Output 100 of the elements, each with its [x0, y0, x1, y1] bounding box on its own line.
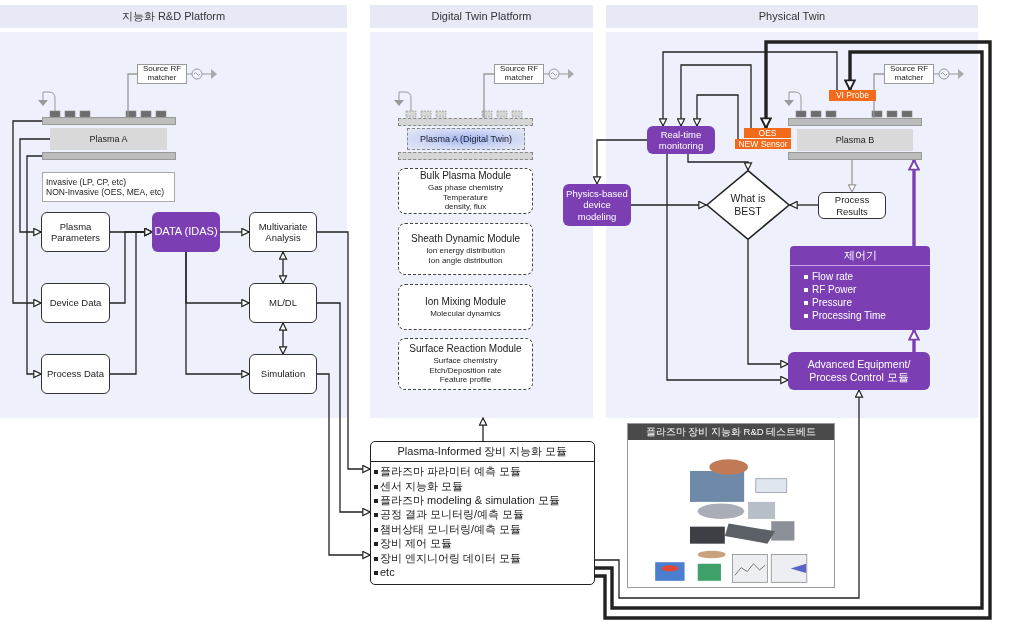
electrode-plate — [42, 152, 176, 160]
arrow — [185, 251, 250, 379]
arrow — [666, 153, 789, 385]
arrow — [278, 251, 288, 284]
box-label: Advanced Equipment/ Process Control 모듈 — [806, 358, 912, 384]
sensor-tag — [744, 128, 791, 138]
list-item: 장비 엔지니어링 데이터 모듈 — [371, 550, 594, 566]
process-box — [788, 352, 930, 390]
box-label: Source RF matcher — [498, 65, 540, 83]
panel-title: Digital Twin Platform — [370, 5, 593, 32]
testbed-panel — [627, 423, 835, 588]
controller-box — [790, 246, 930, 330]
box-label: Process Data — [47, 368, 104, 380]
platform-panel — [0, 5, 347, 418]
module-title: Ion Mixing Module — [424, 295, 507, 308]
arrow — [847, 159, 857, 193]
list-item: 공정 결과 모니터링/예측 모듈 — [371, 507, 594, 522]
sensor-tag — [829, 90, 876, 101]
process-box — [249, 354, 317, 394]
electrode-plate — [788, 152, 922, 160]
module-box — [398, 338, 533, 390]
arrow — [789, 200, 819, 210]
list-item: 장비 제어 모듈 — [371, 536, 594, 551]
box-label: Source RF matcher — [141, 65, 183, 83]
module-title: Bulk Plasma Module — [419, 170, 512, 183]
box-label: Plasma A (Digital Twin) — [420, 133, 512, 145]
arrow — [19, 138, 51, 237]
module-detail: Etch/Deposition rate — [429, 365, 502, 376]
box-label: Plasma Parameters — [49, 220, 102, 244]
module-box — [398, 168, 533, 214]
list-item: 플라즈마 파라미터 예측 모듈 — [371, 464, 594, 479]
box-label: Device Data — [49, 297, 102, 309]
box-label: Invasive (LP, CP, etc) — [46, 176, 126, 187]
decision-diamond — [706, 170, 790, 240]
box-label: ML/DL — [269, 297, 297, 309]
box-label: Source RF matcher — [888, 65, 930, 83]
module-box — [398, 284, 533, 330]
box-label: Multivariate Analysis — [257, 220, 309, 244]
arrow — [316, 302, 371, 517]
module-detail: Feature profile — [439, 375, 492, 385]
electrode-plate — [398, 118, 533, 126]
list-item: RF Power — [790, 283, 930, 297]
connector-line — [873, 73, 885, 119]
arrow — [908, 159, 920, 246]
box-label: Plasma B — [835, 134, 875, 146]
module-detail: Temperature — [443, 192, 488, 203]
box-label: NEW Sensor — [738, 139, 788, 149]
arrow — [594, 389, 864, 599]
arrow — [687, 153, 753, 171]
arrow — [26, 155, 43, 379]
module-detail: Gas phase chemistry — [427, 183, 504, 193]
box-title: Plasma-Informed 장비 지능화 모듈 — [371, 442, 594, 463]
module-detail: Molecular dynamics — [430, 308, 501, 319]
module-list-box — [370, 441, 595, 585]
electrode-plate — [398, 152, 533, 160]
arrow — [109, 227, 153, 375]
panel-title: Physical Twin — [606, 5, 978, 32]
box-label: VI Probe — [835, 91, 870, 100]
list-item: 센서 지능화 모듈 — [371, 478, 594, 493]
process-box — [647, 126, 715, 154]
process-box — [41, 212, 110, 252]
list-item: Flow rate — [790, 270, 930, 284]
list-item: Pressure — [790, 296, 930, 310]
arrow — [592, 139, 648, 185]
panel-title: 플라즈마 장비 지능화 R&D 테스트베드 — [628, 424, 834, 440]
arrow — [908, 329, 920, 352]
arrow — [478, 417, 488, 442]
box-label: Real-time monitoring — [657, 128, 705, 152]
arrow — [630, 200, 707, 210]
electrode-plate — [42, 117, 176, 125]
process-box — [41, 354, 110, 394]
plasma-region — [797, 129, 913, 151]
module-detail: Ion energy distribution — [426, 245, 505, 256]
box-title: 제어기 — [790, 246, 930, 267]
list-item: Processing Time — [790, 309, 930, 323]
box-label: Process Results — [833, 194, 871, 217]
arrow — [278, 322, 288, 355]
module-title: Sheath Dynamic Module — [411, 232, 520, 245]
panel-title: 지능화 R&D Platform — [0, 5, 347, 32]
connector-line — [483, 73, 495, 119]
module-detail: Ion angle distribution — [428, 255, 503, 266]
note-box — [42, 172, 175, 202]
module-detail: density, flux — [444, 202, 487, 212]
process-box — [818, 192, 886, 219]
process-box — [249, 212, 317, 252]
arrow — [316, 231, 371, 474]
list-item: 챔버상태 모니터링/예측 모듈 — [371, 521, 594, 537]
arrow — [676, 64, 752, 129]
data-box — [152, 212, 220, 252]
list-item: etc — [371, 565, 594, 580]
box-label: Plasma A — [89, 133, 128, 145]
module-detail: Surface chemistry — [433, 356, 498, 366]
arrow — [692, 94, 739, 140]
arrow — [316, 373, 371, 560]
box-label: DATA (IDAS) — [154, 225, 218, 239]
process-box — [41, 283, 110, 323]
arrow — [747, 239, 789, 369]
arrow — [219, 227, 250, 237]
module-title: Surface Reaction Module — [409, 343, 522, 356]
arrow — [12, 120, 43, 308]
